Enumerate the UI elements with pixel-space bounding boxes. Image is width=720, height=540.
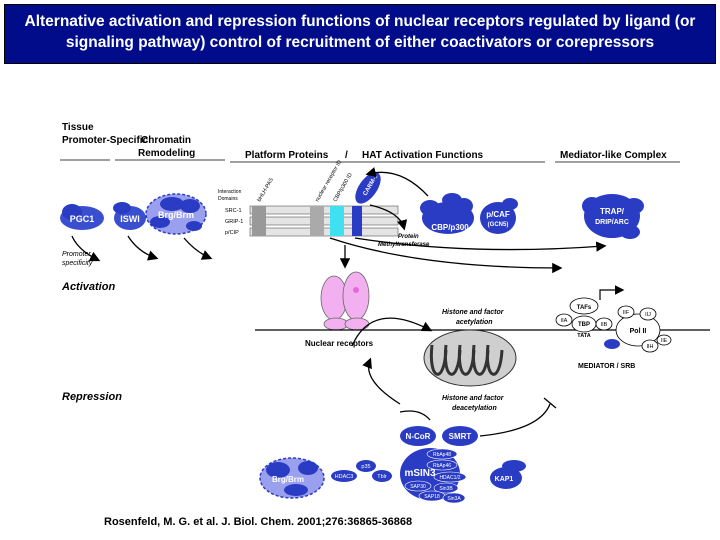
gtf-iih: IIH	[646, 344, 653, 350]
nuclear-receptors-label: Nuclear receptors	[305, 339, 374, 348]
ncor-smrt: N-CoR SMRT	[400, 426, 478, 446]
title-bar: Alternative activation and repression fu…	[4, 4, 716, 64]
trap-label-1: TRAP/	[600, 207, 625, 216]
cbp-p300-label: CBP/p300	[431, 223, 469, 232]
domain-bars	[249, 205, 399, 237]
smrt-label: SMRT	[449, 432, 472, 441]
activation-label: Activation	[61, 281, 115, 293]
citation: Rosenfeld, M. G. et al. J. Biol. Chem. 2…	[104, 516, 413, 528]
col-bhlh: bHLH-PAS	[257, 177, 276, 203]
arrow-to-trap	[354, 237, 607, 252]
histone-acetylation-1: Histone and factor	[442, 309, 505, 316]
iswi-complex: ISWI	[113, 202, 146, 230]
gtf-complex: TAFs IIA TBP TATA IIB Pol II IIF IIJ IIH…	[555, 297, 672, 353]
arrow-pgc1	[71, 235, 101, 262]
pcaf-complex: p/CAF (GCN5)	[480, 198, 518, 234]
repression-curve	[479, 403, 551, 437]
sin3b-label: Sin3B	[439, 486, 453, 492]
gtf-iif: IIF	[623, 310, 630, 316]
hdac3-label: HDAC3	[335, 474, 354, 480]
sap18-label: SAP18	[424, 494, 440, 500]
tblr-label: Tblr	[377, 474, 387, 480]
figure-title: Alternative activation and repression fu…	[24, 13, 696, 51]
rbap48-label: RbAp48	[433, 452, 451, 458]
header-hat: HAT Activation Functions	[362, 150, 484, 161]
domain-legend-1: Interaction	[218, 189, 242, 195]
header-mediator: Mediator-like Complex	[560, 150, 667, 161]
col-cbpid: CBP/p300 ID	[333, 172, 354, 203]
brg-brm-complex-2: Brg/Brm	[259, 457, 325, 499]
promoter-specificity-1: Promoter	[62, 251, 91, 258]
protein-methyl-2: Methyltransferase	[378, 242, 430, 248]
repression-label: Repression	[62, 391, 122, 403]
arrow-methyl	[369, 204, 408, 231]
header-tissue-1: Tissue	[62, 122, 94, 133]
trap-complex: TRAP/ DRIP/ARC	[582, 194, 644, 239]
domain-row-pcip: p/CIP	[225, 230, 239, 236]
header-tissue-2: Promoter-Specific	[62, 135, 149, 146]
domain-row-src1: SRC-1	[225, 208, 242, 214]
gtf-tata: TATA	[577, 333, 590, 339]
histone-acetylation-2: acetylation	[456, 319, 493, 326]
carm1-protein: CARM-1	[355, 172, 381, 204]
arrow-receptor-to-chromatin	[351, 317, 433, 347]
gtf-tbp: TBP	[578, 322, 590, 328]
msin3-label: mSIN3	[404, 468, 436, 479]
nucleosome	[423, 329, 517, 387]
hdac3-complex: p35 HDAC3 Tblr	[331, 460, 392, 482]
nuclear-receptor-dimer	[320, 271, 370, 331]
arrow-ncor-up	[399, 410, 431, 421]
brg-brm-2-label: Brg/Brm	[272, 475, 304, 484]
kap1-complex: KAP1	[490, 460, 526, 489]
arrow-iswi	[127, 235, 159, 261]
p35-label: p35	[361, 464, 370, 470]
gcn5-label: (GCN5)	[488, 222, 509, 228]
rbap46-label: RbAp46	[433, 463, 451, 469]
kap1-label: KAP1	[495, 476, 514, 483]
msin3-complex: mSIN3 RbAp48 RbAp46 HDAC1/2 SAP30 Sin3B …	[400, 448, 467, 504]
domain-row-grip1: GRIP-1	[225, 219, 243, 225]
histone-deacetylation-2: deacetylation	[452, 405, 497, 412]
iswi-label: ISWI	[120, 214, 140, 224]
histone-deacetylation-1: Histone and factor	[442, 395, 505, 402]
protein-methyl-1: Protein	[398, 234, 419, 240]
pgc1-complex: PGC1	[60, 204, 104, 230]
transcription-start-arrow	[599, 285, 625, 300]
cbp-p300-complex: CBP/p300	[420, 193, 474, 234]
arrow-to-carm1	[365, 167, 429, 197]
trap-label-2: DRIP/ARC	[595, 219, 629, 226]
header-platform: Platform Proteins	[245, 150, 329, 161]
domain-legend-2: Domains	[218, 196, 238, 202]
sap30-label: SAP30	[410, 484, 426, 490]
hdac12-label: HDAC1/2	[439, 475, 460, 481]
header-slash: /	[345, 150, 348, 161]
arrow-repression-up	[362, 357, 401, 405]
repression-bar	[543, 397, 557, 409]
arrow-to-acetylation	[329, 237, 563, 274]
gtf-iij: IIJ	[645, 312, 651, 318]
arrow-brg	[183, 237, 213, 260]
header-chromatin-2: Remodeling	[138, 148, 195, 159]
pcaf-label: p/CAF	[486, 210, 510, 219]
brg-brm-label: Brg/Brm	[158, 210, 194, 220]
domain-col-labels: bHLH-PAS nuclear receptor ID CBP/p300 ID	[257, 159, 354, 203]
gtf-iib: IIB	[601, 322, 608, 328]
gtf-iia: IIA	[561, 318, 568, 324]
promoter-specificity-2: specificity	[62, 260, 93, 267]
sin3a-label: Sin3A	[447, 496, 461, 502]
gtf-pol2: Pol II	[630, 328, 647, 335]
ncor-label: N-CoR	[406, 432, 431, 441]
mediator-srb-label: MEDIATOR / SRB	[578, 363, 635, 370]
gtf-tafs: TAFs	[577, 305, 592, 311]
brg-brm-complex: Brg/Brm	[145, 193, 207, 235]
gtf-iie: IIE	[661, 338, 668, 344]
header-chromatin-1: Chromatin	[141, 135, 191, 146]
pgc1-label: PGC1	[70, 214, 95, 224]
